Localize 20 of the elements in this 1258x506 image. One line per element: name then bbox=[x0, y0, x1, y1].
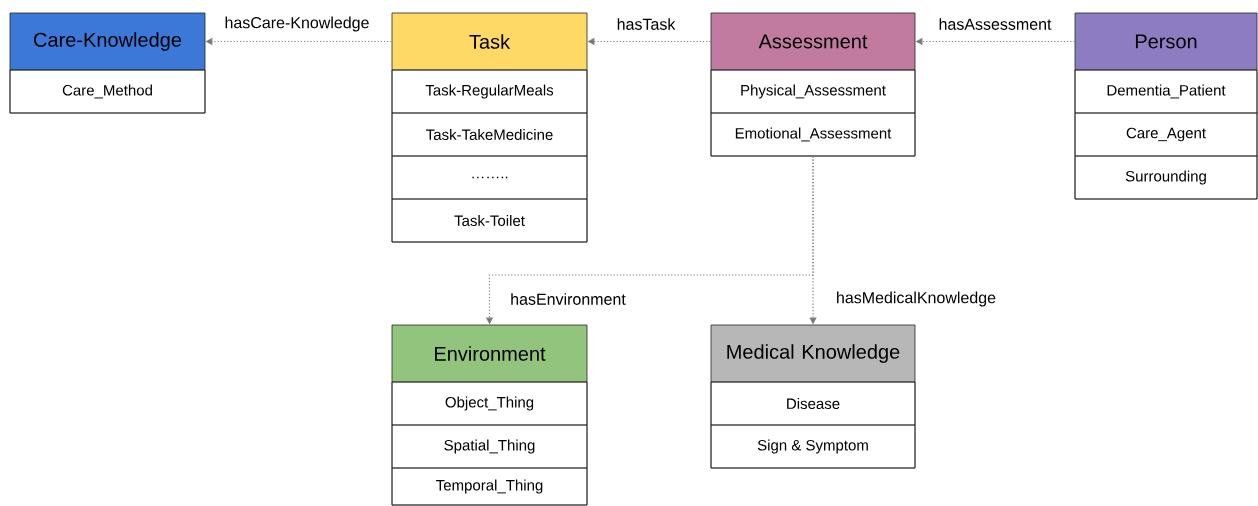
attribute-row: Task-TakeMedicine bbox=[391, 112, 588, 157]
attribute-row: …….. bbox=[391, 155, 588, 200]
attribute-row: Sign & Symptom bbox=[710, 424, 916, 469]
attribute-row: Object_Thing bbox=[391, 381, 588, 426]
edge-label: hasCare-Knowledge bbox=[223, 15, 371, 33]
attribute-row: Task-RegularMeals bbox=[391, 69, 588, 114]
attribute-row: Disease bbox=[710, 381, 916, 426]
attribute-row: Care_Method bbox=[9, 69, 206, 114]
attribute-row: Dementia_Patient bbox=[1074, 69, 1258, 114]
attribute-row: Spatial_Thing bbox=[391, 424, 588, 469]
attribute-row: Physical_Assessment bbox=[710, 69, 916, 114]
edge-label: hasAssessment bbox=[937, 17, 1053, 31]
attribute-row: Task-Toilet bbox=[391, 198, 588, 243]
attribute-row: Care_Agent bbox=[1074, 112, 1258, 157]
attribute-row: Emotional_Assessment bbox=[710, 112, 916, 157]
edge-label: hasTask bbox=[615, 17, 677, 31]
edge-label: hasEnvironment bbox=[509, 292, 627, 306]
attribute-row: Temporal_Thing bbox=[391, 467, 588, 506]
attribute-row: Surrounding bbox=[1074, 155, 1258, 200]
edge-label: hasMedicalKnowledge bbox=[834, 290, 998, 308]
